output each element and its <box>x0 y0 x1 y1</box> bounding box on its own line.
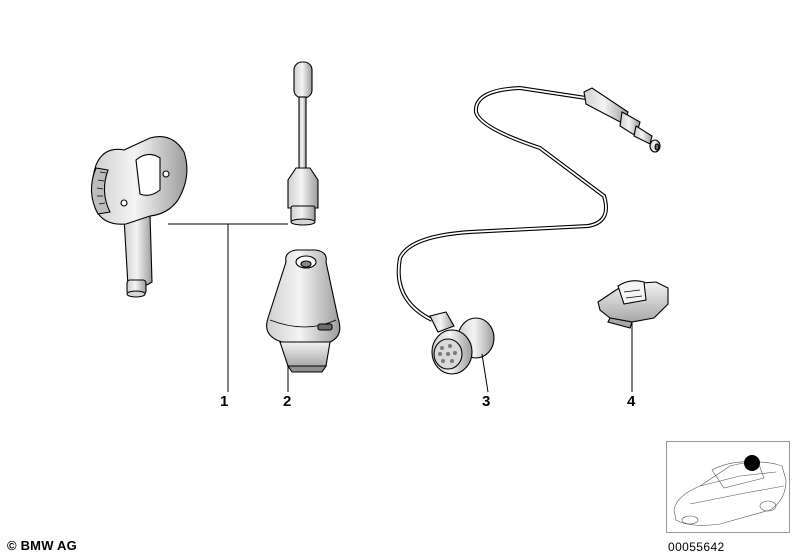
leader-3 <box>481 353 489 393</box>
part-1-mounting-tool[interactable] <box>90 136 188 298</box>
part-3-antenna-cable[interactable] <box>396 85 661 375</box>
part-1-antenna-rod[interactable] <box>287 61 319 226</box>
part-2-antenna-base[interactable] <box>266 249 341 373</box>
callout-4[interactable]: 4 <box>627 393 636 410</box>
callout-1[interactable]: 1 <box>220 393 229 410</box>
diagram-id: 00055642 <box>668 540 725 554</box>
leader-lines <box>168 223 633 393</box>
locator-thumbnail-frame <box>666 441 790 533</box>
callout-3[interactable]: 3 <box>482 393 491 410</box>
part-4-clip[interactable] <box>597 280 669 329</box>
copyright-text: © BMW AG <box>7 538 77 553</box>
callout-2[interactable]: 2 <box>283 393 292 410</box>
